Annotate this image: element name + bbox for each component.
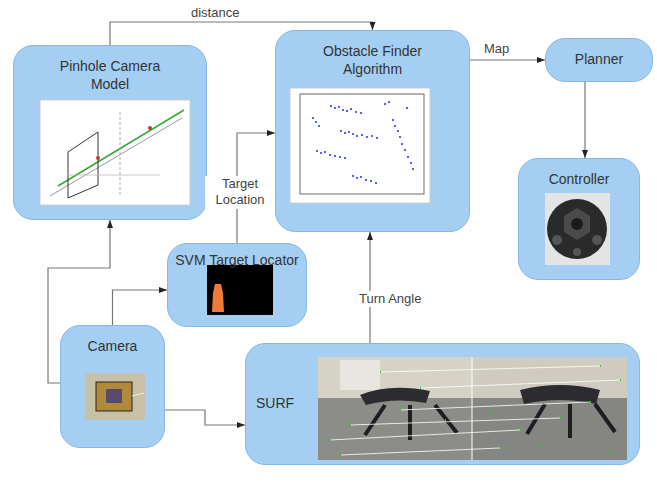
edge-label: Map [482, 41, 511, 57]
connector-arrow [369, 232, 370, 343]
box-label: Obstacle Finder Algorithm [298, 43, 448, 78]
process-box: Pinhole Camera Model [13, 45, 207, 220]
connector-arrow [470, 59, 545, 60]
camera-photo [85, 373, 145, 420]
connector-arrow [584, 82, 585, 158]
box-label: SVM Target Locator [175, 252, 298, 270]
connector-arrow [165, 410, 245, 425]
process-box: SURF [245, 343, 640, 465]
svm-target-image [207, 265, 273, 315]
edge-label: Turn Angle [357, 291, 423, 307]
box-label: Controller [549, 171, 610, 189]
obstacle-map-plot [290, 88, 430, 203]
process-box: Controller [518, 158, 640, 280]
process-box: SVM Target Locator [167, 243, 307, 327]
box-label: SURF [256, 395, 294, 413]
edge-label: Target Location [205, 176, 275, 209]
process-box: Obstacle Finder Algorithm [275, 30, 470, 232]
controller-robot-photo [545, 193, 610, 265]
process-box: Planner [545, 38, 653, 82]
box-label: Pinhole Camera Model [48, 58, 173, 93]
box-label: Camera [88, 338, 138, 356]
process-box: Camera [60, 325, 165, 448]
box-label: Planner [575, 51, 623, 69]
edge-label: distance [189, 5, 241, 21]
pinhole-plot [40, 100, 190, 205]
connector-arrow [113, 290, 168, 325]
surf-matching-photo [318, 357, 627, 460]
